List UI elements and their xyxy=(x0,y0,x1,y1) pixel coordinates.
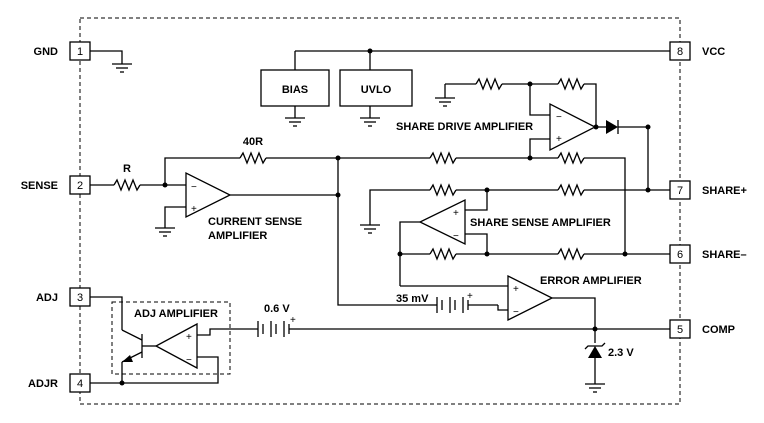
ground-symbol xyxy=(155,227,175,237)
minus-sign: − xyxy=(191,182,197,193)
ref-35mv-battery: 35 mV + xyxy=(396,291,508,313)
error-amplifier-label: ERROR AMPLIFIER xyxy=(540,275,642,287)
pin-6-share-minus: 6 SHARE– xyxy=(669,244,747,264)
plus-sign: + xyxy=(467,291,473,302)
minus-sign: − xyxy=(513,307,519,318)
share-minus-resistors xyxy=(400,247,670,261)
share-drive-label: SHARE DRIVE AMPLIFIER xyxy=(396,121,533,133)
plus-sign: + xyxy=(186,332,192,343)
current-sense-amplifier: − + xyxy=(185,171,232,219)
pin-label: GND xyxy=(34,46,59,58)
current-sense-plus-input xyxy=(164,206,186,228)
ground-symbol xyxy=(360,117,380,127)
ground-symbol xyxy=(360,224,380,234)
plus-sign: + xyxy=(191,204,197,215)
pin-number: 5 xyxy=(677,324,683,336)
ground-symbol xyxy=(285,117,305,127)
minus-sign: − xyxy=(186,355,192,366)
uvlo-label: UVLO xyxy=(361,84,392,96)
share-sense-label: SHARE SENSE AMPLIFIER xyxy=(470,217,611,229)
minus-sign: − xyxy=(556,112,562,123)
uvlo-block: UVLO xyxy=(339,69,413,118)
bias-label: BIAS xyxy=(282,84,308,96)
share-top-resistors xyxy=(429,151,626,254)
pin-1-gnd: 1 GND xyxy=(34,41,91,61)
pin-number: 3 xyxy=(77,292,83,304)
bias-block: BIAS xyxy=(260,69,330,118)
share-drive-amplifier: − + xyxy=(549,102,597,152)
pin-label: ADJ xyxy=(36,292,58,304)
ground-symbol xyxy=(435,97,455,107)
pin-7-share-plus: 7 SHARE+ xyxy=(669,180,747,200)
adjr-pin-wire xyxy=(90,362,125,386)
adj-transistor xyxy=(121,329,156,363)
share-drive-plus-input xyxy=(529,138,550,158)
pin-label: SHARE+ xyxy=(702,185,747,197)
pin-label: VCC xyxy=(702,46,725,58)
adj-amp-plus-input xyxy=(197,328,228,336)
share-drive-gain-network xyxy=(444,77,599,130)
feedback-resistor-label: 40R xyxy=(243,136,263,148)
pin-2-sense: 2 SENSE xyxy=(21,175,91,195)
pin-number: 8 xyxy=(677,46,683,58)
pin-label: COMP xyxy=(702,324,735,336)
gnd-pin-wire xyxy=(90,50,123,64)
plus-sign: + xyxy=(513,284,519,295)
error-amp-output xyxy=(300,297,670,332)
feedback-40r: 40R xyxy=(164,136,430,185)
share-drive-output-diode xyxy=(595,120,651,190)
zener-label: 2.3 V xyxy=(608,347,634,359)
pin-4-adjr: 4 ADJR xyxy=(28,373,91,393)
pin-5-comp: 5 COMP xyxy=(669,319,735,339)
ref-0-6v-label: 0.6 V xyxy=(264,303,290,315)
adj-amp-minus-feedback xyxy=(122,356,219,384)
zener-2-3v: 2.3 V xyxy=(584,329,634,384)
pin-label: SENSE xyxy=(21,180,58,192)
pin-label: SHARE– xyxy=(702,249,747,261)
adj-amplifier-outline xyxy=(111,301,231,375)
plus-sign: + xyxy=(290,315,296,326)
minus-sign: − xyxy=(453,231,459,242)
ic-outline xyxy=(79,17,681,405)
pin-label: ADJR xyxy=(28,378,58,390)
pin-number: 6 xyxy=(677,249,683,261)
vcc-bus xyxy=(294,48,670,70)
ground-symbol xyxy=(112,63,132,73)
plus-sign: + xyxy=(453,208,459,219)
pin-number: 2 xyxy=(77,180,83,192)
share-sense-amplifier: + − xyxy=(418,198,466,246)
share-plus-divider xyxy=(369,183,670,225)
adj-amplifier: + − xyxy=(154,322,198,370)
current-sense-label-2: AMPLIFIER xyxy=(208,230,267,242)
pin-number: 4 xyxy=(77,378,83,390)
current-sense-label-1: CURRENT SENSE xyxy=(208,216,302,228)
pin-3-adj: 3 ADJ xyxy=(36,287,91,307)
ref-35mv-label: 35 mV xyxy=(396,293,429,305)
ref-0-6v-battery: 0.6 V + xyxy=(228,303,300,337)
plus-sign: + xyxy=(556,134,562,145)
adj-amplifier-label: ADJ AMPLIFIER xyxy=(134,308,218,320)
pin-8-vcc: 8 VCC xyxy=(669,41,725,61)
error-amplifier: + − xyxy=(507,274,554,322)
pin-number: 7 xyxy=(677,185,683,197)
adj-pin-wire xyxy=(90,296,123,330)
pin-number: 1 xyxy=(77,46,83,58)
current-sense-output xyxy=(230,158,430,306)
sense-resistor-label: R xyxy=(123,163,131,175)
ground-symbol xyxy=(585,383,605,393)
sense-resistor: R xyxy=(90,163,186,192)
